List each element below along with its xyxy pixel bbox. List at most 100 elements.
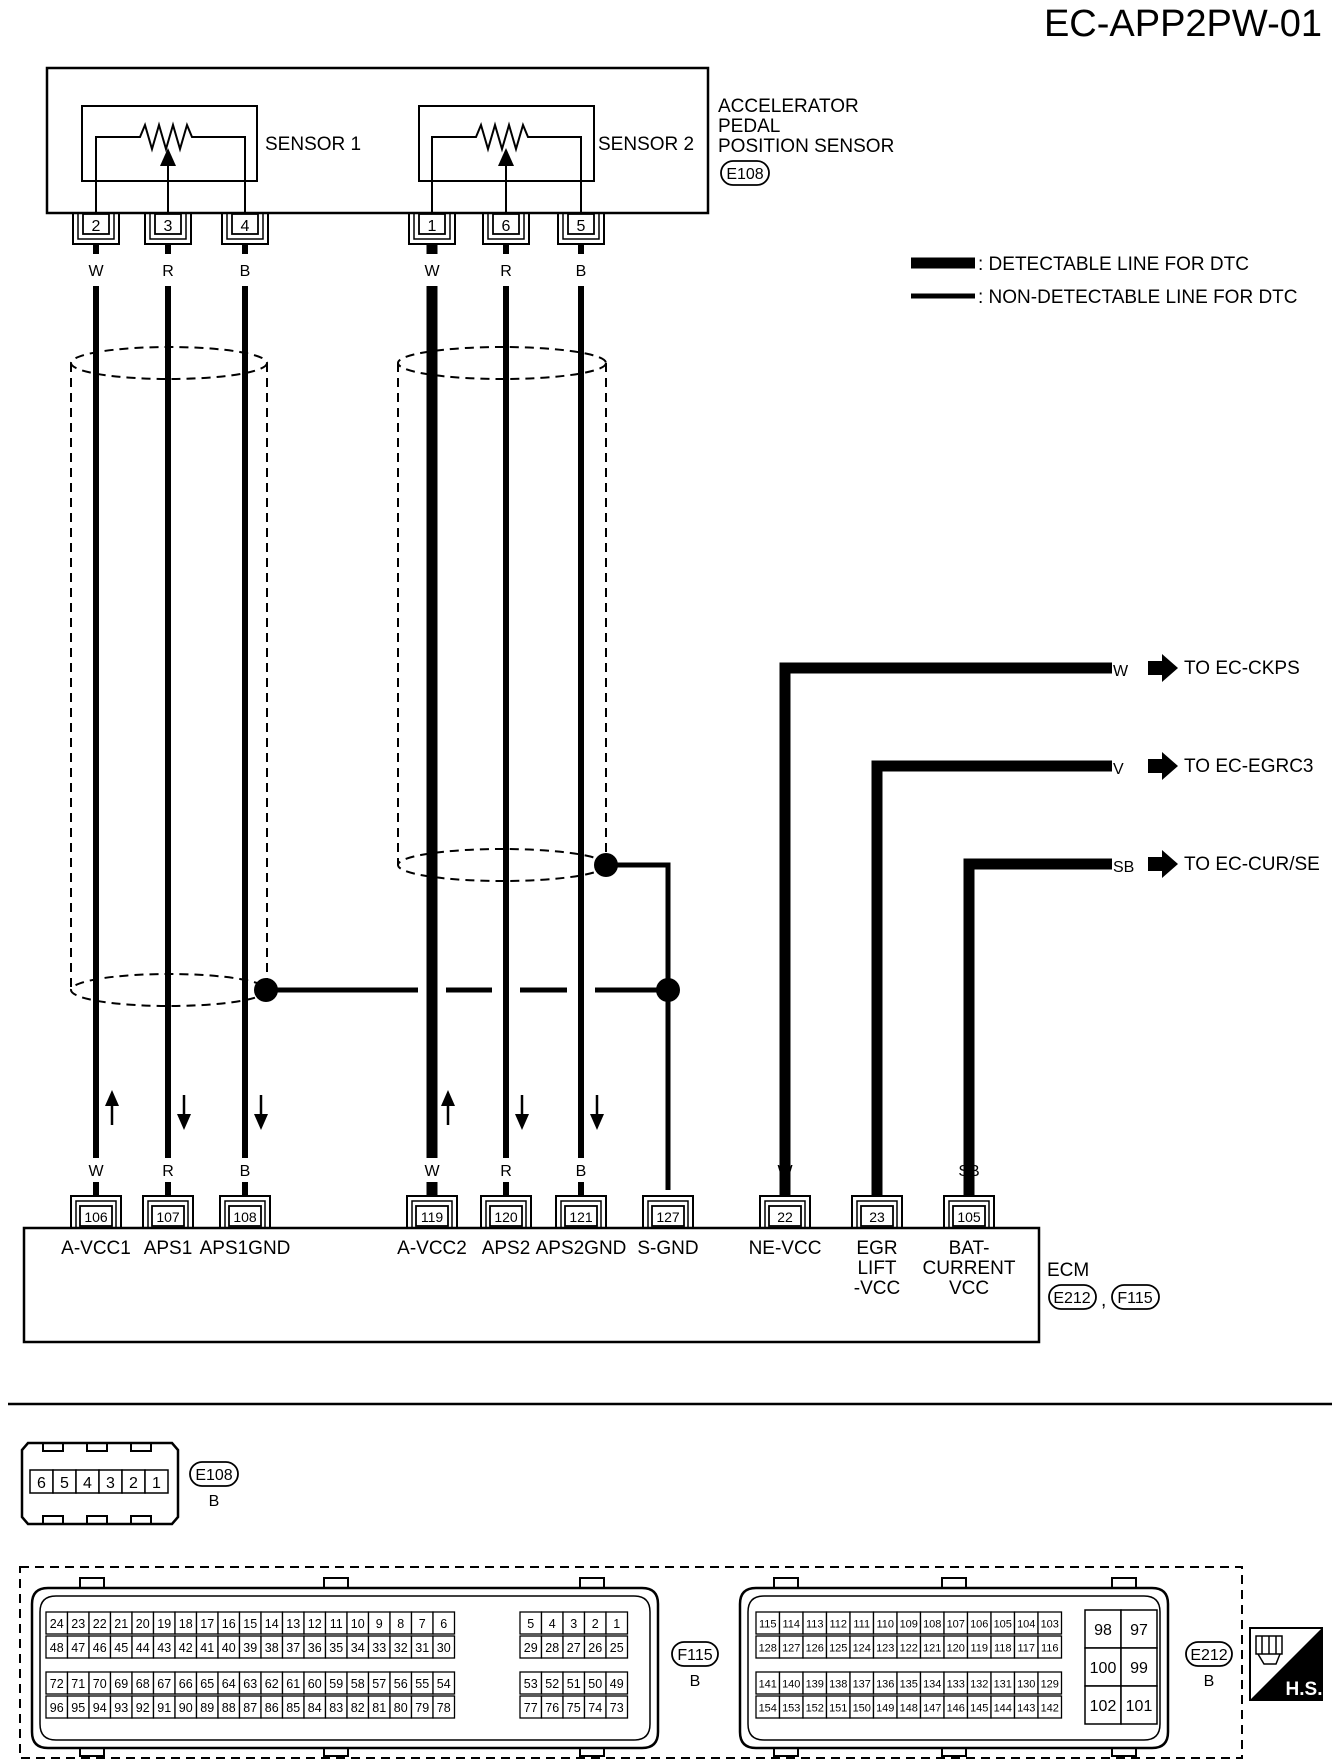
sensor-title-3: POSITION SENSOR bbox=[718, 136, 894, 157]
sensor1-box bbox=[81, 105, 258, 182]
f115-cavity bbox=[432, 1635, 456, 1659]
signal-arrow-2 bbox=[254, 1114, 268, 1130]
sensor-pin-3-box bbox=[154, 213, 182, 235]
f115-cavity-label: 90 bbox=[179, 1701, 193, 1715]
splice-dot-3 bbox=[656, 978, 680, 1002]
f115-cavity-label: 37 bbox=[286, 1641, 300, 1655]
e212-block-cavity-label: 100 bbox=[1090, 1660, 1117, 1677]
sensor-title-2: PEDAL bbox=[718, 116, 780, 137]
ecm-connector-dashed-frame bbox=[19, 1566, 1243, 1759]
f115-cavity-label: 10 bbox=[351, 1617, 365, 1631]
sensor-pin-6-bracket-inner bbox=[487, 214, 525, 240]
f115-cavity-label: 57 bbox=[372, 1677, 386, 1691]
ecm-signal-1-line-0: EGR bbox=[856, 1238, 897, 1259]
wire-color-top-1: R bbox=[162, 263, 174, 280]
e212-cavity-label: 131 bbox=[994, 1679, 1012, 1691]
f115-view-id: F115 bbox=[677, 1647, 712, 1664]
output-color-bottom-2: SB bbox=[958, 1163, 979, 1180]
signal-arrow-0 bbox=[105, 1090, 119, 1106]
ecm-pin-127: 127 bbox=[656, 1209, 680, 1225]
f115-cavity-label: 12 bbox=[308, 1617, 322, 1631]
e212-housing bbox=[738, 1577, 1170, 1757]
ecm-pin-23-box bbox=[860, 1205, 894, 1227]
off-page-arrow-icon bbox=[1148, 654, 1178, 682]
f115-cavity-label: 74 bbox=[588, 1701, 602, 1715]
wire-color-bottom-2: B bbox=[240, 1163, 251, 1180]
e212-cavity-label: 125 bbox=[829, 1643, 847, 1655]
e212-cavity bbox=[1037, 1635, 1063, 1659]
wire-color-top-5: B bbox=[576, 263, 587, 280]
e212-cavity-label: 134 bbox=[923, 1679, 941, 1691]
sensor1-wiper-arrow bbox=[160, 148, 176, 166]
f115-view-badge bbox=[671, 1641, 719, 1667]
f115-cavity-label: 7 bbox=[419, 1617, 426, 1631]
ecm-signal-1-line-1: LIFT bbox=[857, 1258, 896, 1279]
f115-cavity-label: 49 bbox=[610, 1677, 624, 1691]
e212-cavity-label: 110 bbox=[876, 1619, 894, 1631]
e212-cavity-label: 142 bbox=[1041, 1703, 1059, 1715]
output-color-1: V bbox=[1113, 761, 1124, 778]
sensor-pin-4-bracket bbox=[221, 214, 269, 245]
f115-cavity bbox=[432, 1611, 456, 1635]
signal-arrow-4 bbox=[515, 1114, 529, 1130]
e108-cavity-label: 1 bbox=[152, 1475, 161, 1492]
e212-block-cavity bbox=[1084, 1647, 1122, 1687]
ecm-pin-120: 120 bbox=[494, 1209, 518, 1225]
diagram-id: EC-APP2PW-01 bbox=[1044, 3, 1322, 45]
ecm-pin-107-box bbox=[151, 1205, 185, 1227]
sensor-pin-1-box bbox=[418, 213, 446, 235]
e212-cavity-label: 147 bbox=[923, 1703, 941, 1715]
f115-cavity-label: 32 bbox=[394, 1641, 408, 1655]
e212-cavity-label: 105 bbox=[994, 1619, 1012, 1631]
f115-cavity-label: 30 bbox=[437, 1641, 451, 1655]
e212-cavity-label: 104 bbox=[1017, 1619, 1035, 1631]
f115-cavity bbox=[432, 1671, 456, 1695]
f115-cavity-label: 25 bbox=[610, 1641, 624, 1655]
wire-color-top-0: W bbox=[88, 263, 104, 280]
f115-cavity-label: 96 bbox=[50, 1701, 64, 1715]
ecm-pin-22-box bbox=[768, 1205, 802, 1227]
e212-cavity-label: 122 bbox=[900, 1643, 918, 1655]
ecm-pin-108: 108 bbox=[233, 1209, 257, 1225]
sensor-connector-badge bbox=[720, 160, 770, 186]
wire-color-bottom-4: R bbox=[500, 1163, 512, 1180]
e212-cavity-label: 126 bbox=[806, 1643, 824, 1655]
e212-cavity-label: 154 bbox=[759, 1703, 777, 1715]
f115-cavity-label: 92 bbox=[136, 1701, 150, 1715]
f115-cavity-label: 3 bbox=[570, 1617, 577, 1631]
output-color-bottom-0: W bbox=[777, 1163, 793, 1180]
f115-cavity-label: 38 bbox=[265, 1641, 279, 1655]
e212-block-cavity-label: 99 bbox=[1130, 1660, 1148, 1677]
ecm-pin-108-bracket bbox=[219, 1195, 271, 1227]
f115-cavity-label: 8 bbox=[397, 1617, 404, 1631]
f115-cavity-label: 27 bbox=[567, 1641, 581, 1655]
legend-detectable: : DETECTABLE LINE FOR DTC bbox=[978, 254, 1249, 275]
f115-cavity-label: 31 bbox=[415, 1641, 429, 1655]
legend-non-detectable: : NON-DETECTABLE LINE FOR DTC bbox=[978, 287, 1298, 308]
f115-cavity-label: 72 bbox=[50, 1677, 64, 1691]
shield2-drain-wire bbox=[606, 862, 671, 1190]
e212-cavity-label: 140 bbox=[782, 1679, 800, 1691]
e212-cavity-label: 127 bbox=[782, 1643, 800, 1655]
f115-cavity-label: 24 bbox=[50, 1617, 64, 1631]
e212-cavity-label: 143 bbox=[1017, 1703, 1035, 1715]
ecm-pin-107: 107 bbox=[156, 1209, 180, 1225]
ecm-pin-23-bracket-inner bbox=[856, 1200, 898, 1227]
f115-cavity-label: 88 bbox=[222, 1701, 236, 1715]
f115-cavity-label: 16 bbox=[222, 1617, 236, 1631]
ecm-pin-127-bracket bbox=[642, 1195, 694, 1227]
e212-cavity-label: 119 bbox=[970, 1643, 988, 1655]
f115-cavity-label: 43 bbox=[157, 1641, 171, 1655]
e212-cavity-label: 132 bbox=[970, 1679, 988, 1691]
e212-cavity-label: 117 bbox=[1017, 1643, 1035, 1655]
ecm-pin-120-box bbox=[489, 1205, 523, 1227]
splice-dot-1 bbox=[254, 978, 278, 1002]
e212-cavity-label: 136 bbox=[876, 1679, 894, 1691]
wire-color-top-3: W bbox=[424, 263, 440, 280]
sensor-pin-1-bracket bbox=[408, 214, 456, 245]
f115-cavity-label: 26 bbox=[588, 1641, 602, 1655]
e108-cavity-label: 2 bbox=[129, 1475, 138, 1492]
e212-cavity bbox=[1037, 1695, 1063, 1719]
